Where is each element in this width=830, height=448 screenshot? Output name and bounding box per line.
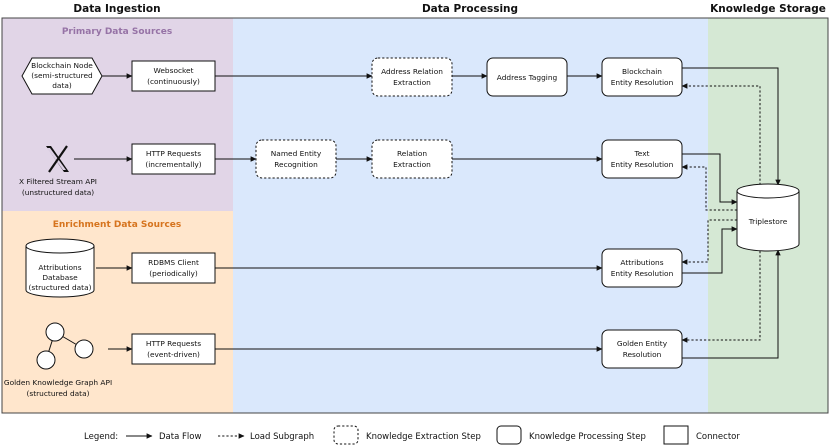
step-text-entity-resolution: Text Entity Resolution	[601, 139, 683, 179]
svg-text:Database: Database	[42, 273, 78, 282]
legend-title: Legend:	[84, 432, 118, 442]
step-relation-extraction: Relation Extraction	[371, 139, 453, 179]
data-flow-edges	[74, 67, 781, 359]
svg-text:HTTP Requests: HTTP Requests	[146, 339, 201, 348]
source-attributions-database: Attributions Database (structured data)	[25, 238, 95, 298]
step-address-relation-extraction: Address Relation Extraction	[371, 57, 453, 97]
source-golden-knowledge-graph: Golden Knowledge Graph API (structured d…	[4, 322, 112, 398]
diagram-frame	[1, 17, 829, 414]
header-storage: Knowledge Storage	[710, 3, 826, 15]
step-blockchain-entity-resolution: Blockchain Entity Resolution	[601, 57, 683, 97]
svg-text:HTTP Requests: HTTP Requests	[146, 149, 201, 158]
connector-http-event: HTTP Requests (event-driven)	[131, 333, 216, 365]
legend: Legend: Data Flow Load Subgraph Knowledg…	[84, 425, 740, 445]
triplestore-database: Triplestore	[736, 183, 800, 252]
legend-connector: Connector	[696, 432, 740, 442]
group-label-primary: Primary Data Sources	[62, 27, 172, 37]
svg-text:Entity Resolution: Entity Resolution	[611, 78, 674, 87]
source-x-stream: X Filtered Stream API (unstructured data…	[19, 145, 97, 197]
svg-text:Golden Entity: Golden Entity	[617, 339, 668, 348]
step-golden-entity-resolution: Golden Entity Resolution	[601, 329, 683, 369]
svg-text:Entity Resolution: Entity Resolution	[611, 160, 674, 169]
svg-text:data): data)	[52, 81, 72, 90]
graph-icon	[36, 322, 94, 370]
step-named-entity-recognition: Named Entity Recognition	[255, 139, 337, 179]
svg-text:(semi-structured: (semi-structured	[31, 71, 93, 80]
svg-text:(periodically): (periodically)	[149, 269, 198, 278]
legend-load-subgraph: Load Subgraph	[250, 432, 314, 442]
svg-text:Extraction: Extraction	[393, 160, 431, 169]
svg-text:(unstructured data): (unstructured data)	[22, 188, 94, 197]
header-ingestion: Data Ingestion	[73, 3, 160, 15]
svg-text:Attributions: Attributions	[38, 263, 81, 272]
svg-text:Blockchain Node: Blockchain Node	[31, 61, 93, 70]
step-address-tagging: Address Tagging	[486, 57, 568, 97]
svg-text:Websocket: Websocket	[153, 66, 193, 75]
svg-text:Resolution: Resolution	[623, 350, 662, 359]
svg-text:RDBMS Client: RDBMS Client	[148, 258, 199, 267]
legend-data-flow: Data Flow	[159, 432, 201, 442]
svg-text:Blockchain: Blockchain	[622, 67, 662, 76]
svg-text:(event-driven): (event-driven)	[147, 350, 200, 359]
svg-text:Relation: Relation	[397, 149, 427, 158]
svg-text:(incrementally): (incrementally)	[145, 160, 201, 169]
svg-text:Address Tagging: Address Tagging	[497, 73, 558, 82]
step-attributions-entity-resolution: Attributions Entity Resolution	[601, 248, 683, 288]
source-blockchain-node: Blockchain Node (semi-structured data)	[21, 57, 103, 95]
primary-sources-region	[2, 18, 233, 211]
group-label-enrichment: Enrichment Data Sources	[53, 220, 182, 230]
svg-text:Triplestore: Triplestore	[748, 217, 788, 226]
header-processing: Data Processing	[422, 3, 518, 15]
x-logo-icon	[46, 145, 69, 173]
connector-http-incremental: HTTP Requests (incrementally)	[131, 143, 216, 175]
svg-text:(structured data): (structured data)	[27, 389, 90, 398]
svg-text:X Filtered Stream API: X Filtered Stream API	[19, 177, 97, 186]
svg-text:(structured data): (structured data)	[29, 283, 92, 292]
connector-rdbms-client: RDBMS Client (periodically)	[131, 252, 216, 284]
svg-text:Text: Text	[634, 149, 650, 158]
svg-text:Extraction: Extraction	[393, 78, 431, 87]
svg-text:(continuously): (continuously)	[147, 77, 200, 86]
svg-text:Recognition: Recognition	[274, 160, 318, 169]
legend-processing-step: Knowledge Processing Step	[529, 432, 646, 442]
load-subgraph-edges	[681, 83, 761, 343]
svg-text:Named Entity: Named Entity	[271, 149, 322, 158]
svg-text:Golden Knowledge Graph API: Golden Knowledge Graph API	[4, 378, 112, 387]
svg-text:Attributions: Attributions	[620, 258, 663, 267]
svg-text:Entity Resolution: Entity Resolution	[611, 269, 674, 278]
connector-websocket: Websocket (continuously)	[131, 60, 216, 92]
legend-extraction-step: Knowledge Extraction Step	[366, 432, 481, 442]
svg-text:Address Relation: Address Relation	[381, 67, 443, 76]
